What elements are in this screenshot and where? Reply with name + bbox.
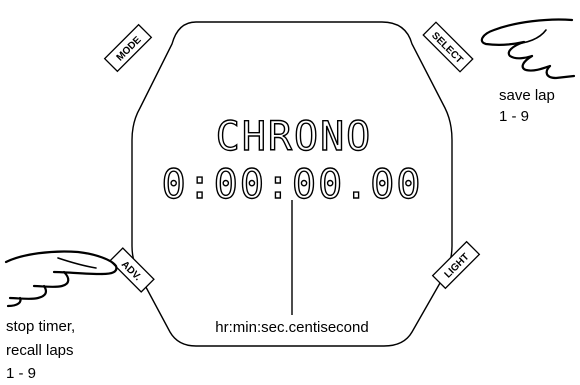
pointing-hand-icon [480, 18, 576, 80]
select-callout-line2: 1 - 9 [499, 108, 529, 125]
watch-face-outline [131, 21, 453, 347]
display-time-text: 0:00:00.00 [162, 162, 423, 208]
light-button[interactable]: LIGHT [431, 240, 481, 290]
select-callout-line1: save lap [499, 87, 555, 104]
pointing-hand-icon [4, 250, 118, 308]
select-button[interactable]: SELECT [422, 21, 474, 73]
mode-button[interactable]: MODE [103, 23, 153, 73]
display-mode-text: CHRONO [216, 114, 373, 160]
adv-callout-line1: stop timer, [6, 318, 75, 335]
adv-callout-line3: 1 - 9 [6, 365, 36, 382]
readout-caption: hr:min:sec.centisecond [215, 319, 368, 336]
adv-callout-line2: recall laps [6, 342, 74, 359]
